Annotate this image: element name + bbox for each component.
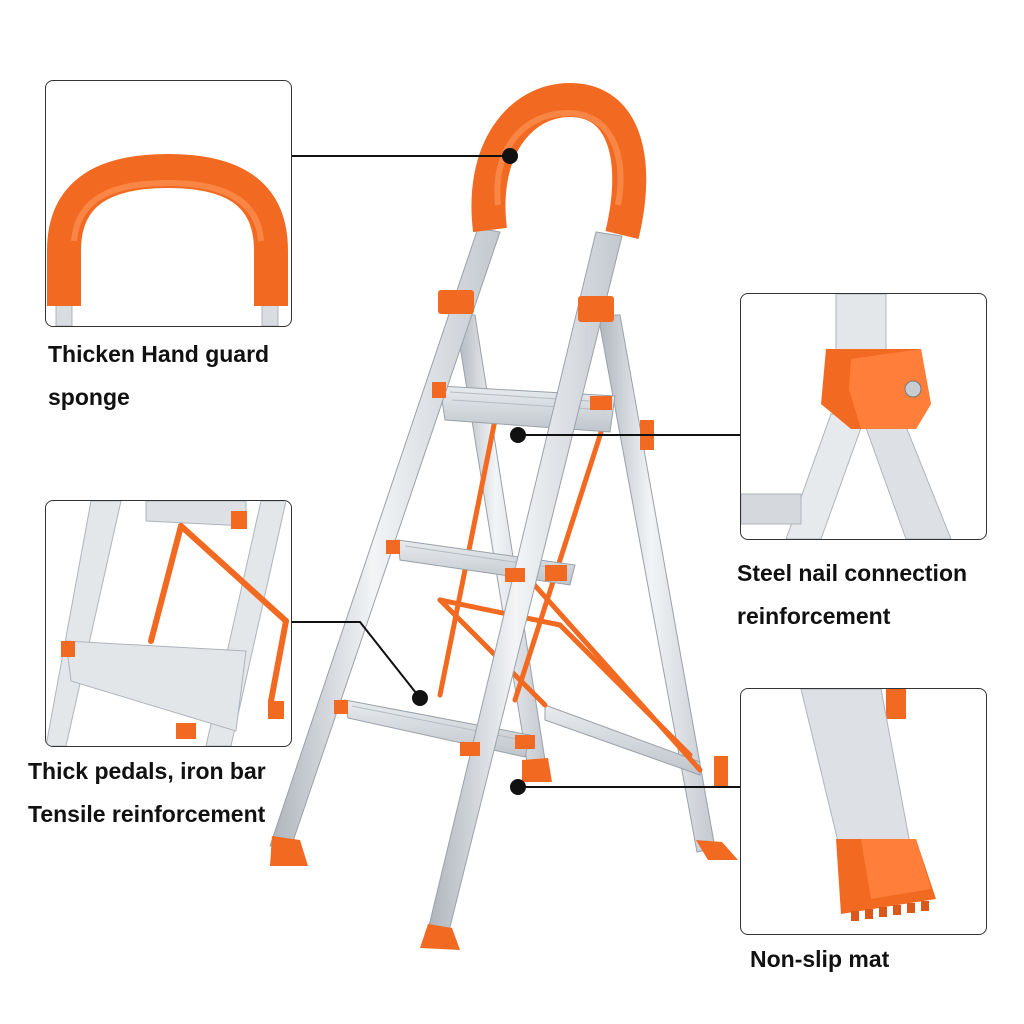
steel-nail-joint-closeup-icon: [741, 294, 952, 539]
hand-guard-caption-line1: Thicken Hand guard: [48, 341, 270, 367]
steel-nail-caption: Steel nail connection reinforcement: [737, 552, 967, 638]
non-slip-foot-closeup-icon: [800, 689, 936, 921]
pedals-caption-line1: Thick pedals, iron bar: [28, 758, 266, 784]
pedal-iron-bar-closeup-icon: [46, 501, 289, 746]
non-slip-caption: Non-slip mat: [750, 938, 889, 981]
steel-nail-caption-line2: reinforcement: [737, 603, 891, 629]
hand-guard-inset: [45, 80, 292, 327]
hand-guard-closeup-icon: [47, 153, 288, 326]
hand-guard-caption: Thicken Hand guard sponge: [48, 333, 269, 419]
pedals-caption: Thick pedals, iron bar Tensile reinforce…: [28, 750, 266, 836]
steel-nail-inset: [740, 293, 987, 540]
non-slip-caption-line1: Non-slip mat: [750, 946, 890, 972]
steel-nail-caption-line1: Steel nail connection: [737, 560, 968, 586]
non-slip-inset: [740, 688, 987, 935]
pedals-inset: [45, 500, 292, 747]
hand-guard-caption-line2: sponge: [48, 384, 130, 410]
pedals-caption-line2: Tensile reinforcement: [28, 801, 266, 827]
